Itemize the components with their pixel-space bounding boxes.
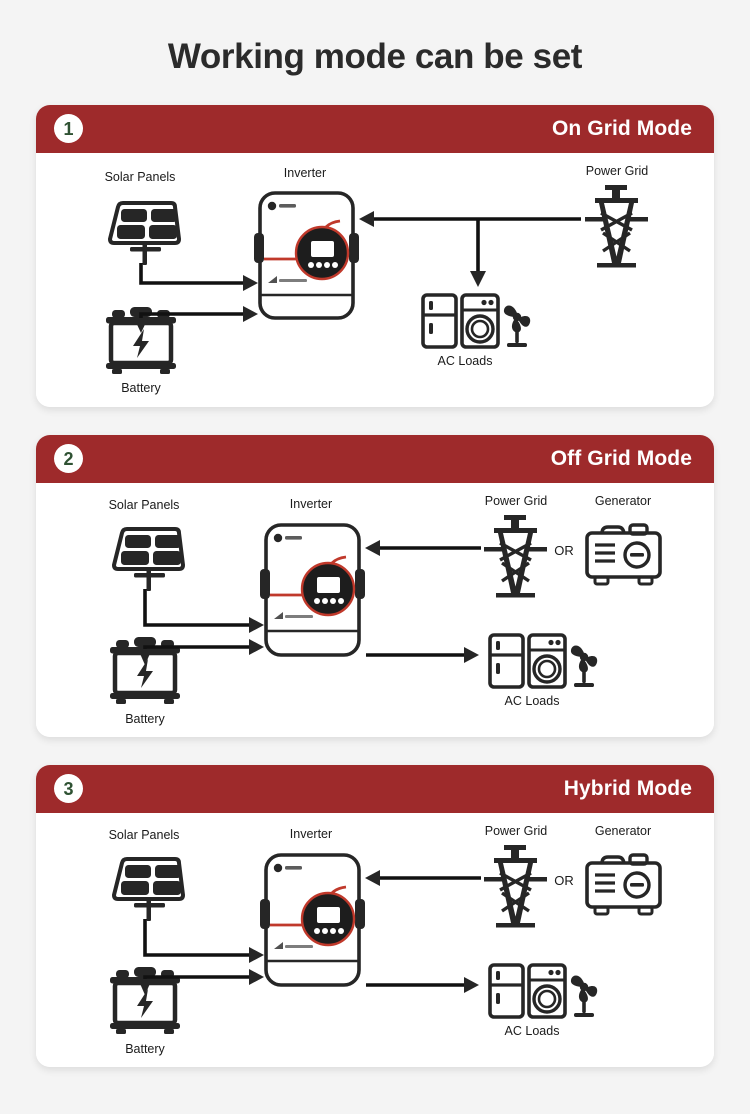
card-body-hybrid: Solar Panels Battery (36, 812, 714, 1067)
diagram-hybrid: Solar Panels Battery (109, 824, 662, 1056)
solar-panel-icon (112, 526, 185, 591)
card-body-on-grid: Solar Panels Battery (36, 152, 714, 407)
card-body-off-grid: Solar Panels Battery (36, 482, 714, 737)
ac-loads-label: AC Loads (505, 1024, 560, 1038)
generator-label: Generator (595, 824, 651, 838)
card-header-on-grid: 1 On Grid Mode (36, 104, 714, 153)
battery-label: Battery (121, 381, 161, 395)
mode-card-list: 1 On Grid Mode Solar Panels (0, 104, 750, 1067)
battery-label: Battery (125, 712, 165, 726)
mode-card-off-grid[interactable]: 2 Off Grid Mode Solar Panels (36, 434, 714, 737)
flow-arrows (138, 539, 481, 665)
power-grid-label: Power Grid (485, 494, 548, 508)
solar-panel-icon (112, 856, 185, 921)
arrow-solar-to-inverter (139, 262, 243, 285)
mode-title: Hybrid Mode (563, 776, 692, 800)
power-grid-icon (484, 514, 547, 597)
power-grid-icon (585, 184, 648, 267)
power-grid-icon (484, 844, 547, 927)
ac-loads-icon (421, 292, 531, 349)
inverter-icon (260, 852, 365, 987)
inverter-label: Inverter (290, 827, 332, 841)
generator-icon (585, 522, 662, 585)
solar-panel-icon (108, 200, 181, 265)
step-badge: 2 (54, 444, 83, 473)
generator-label: Generator (595, 494, 651, 508)
diagram-on-grid: Solar Panels Battery (105, 164, 649, 395)
ac-loads-label: AC Loads (505, 694, 560, 708)
ac-loads-icon (488, 632, 598, 689)
ac-loads-label: AC Loads (438, 354, 493, 368)
inverter-label: Inverter (284, 166, 326, 180)
or-label: OR (554, 873, 574, 888)
solar-panels-label: Solar Panels (109, 498, 180, 512)
step-badge: 1 (54, 114, 83, 143)
mode-title: On Grid Mode (551, 116, 692, 140)
card-header-hybrid: 3 Hybrid Mode (36, 764, 714, 813)
mode-card-on-grid[interactable]: 1 On Grid Mode Solar Panels (36, 104, 714, 407)
generator-icon (585, 852, 662, 915)
arrow-solar-to-inverter (143, 918, 249, 957)
solar-panels-label: Solar Panels (105, 170, 176, 184)
inverter-icon (260, 522, 365, 657)
inverter-label: Inverter (290, 497, 332, 511)
power-grid-label: Power Grid (485, 824, 548, 838)
mode-title: Off Grid Mode (550, 446, 692, 470)
inverter-icon (254, 190, 359, 320)
flow-arrows (138, 869, 481, 995)
diagram-off-grid: Solar Panels Battery (109, 494, 662, 726)
step-badge: 3 (54, 774, 83, 803)
flow-arrows (134, 210, 581, 333)
page-title: Working mode can be set (167, 37, 583, 76)
power-grid-label: Power Grid (586, 164, 649, 178)
battery-icon (106, 306, 176, 374)
card-header-off-grid: 2 Off Grid Mode (36, 434, 714, 483)
mode-card-hybrid[interactable]: 3 Hybrid Mode Solar Panels (36, 764, 714, 1067)
solar-panels-label: Solar Panels (109, 828, 180, 842)
ac-loads-icon (488, 962, 598, 1019)
battery-label: Battery (125, 1042, 165, 1056)
arrow-solar-to-inverter (143, 588, 249, 627)
battery-icon (110, 966, 180, 1034)
or-label: OR (554, 543, 574, 558)
